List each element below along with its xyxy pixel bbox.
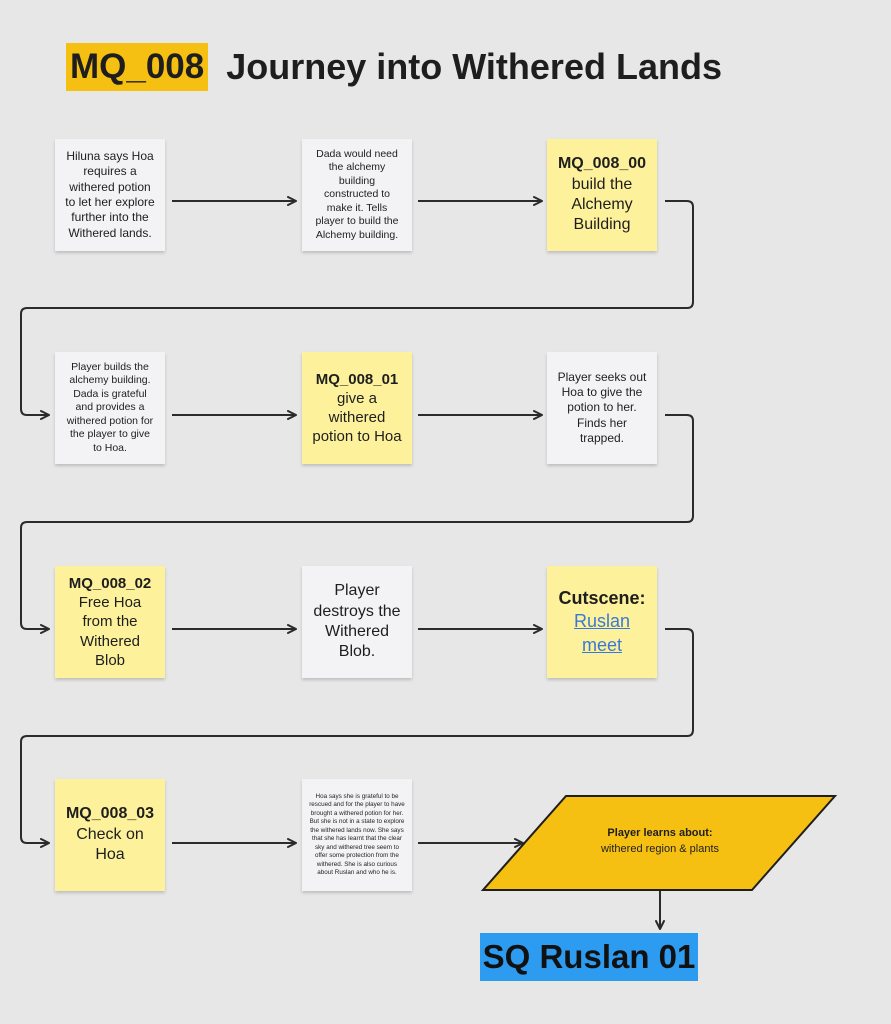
note-dada-alchemy[interactable]: Dada would need the alchemy building con… — [302, 139, 412, 251]
arrow-n9-n10 — [20, 628, 694, 848]
note-mq-008-03[interactable]: MQ_008_03 Check on Hoa — [55, 779, 165, 891]
decision-parallelogram[interactable] — [480, 795, 838, 891]
decision-text: withered region & plants — [600, 842, 719, 855]
arrow-n3-n4 — [20, 200, 694, 420]
title-code: MQ_008 — [66, 43, 209, 91]
quest-code: MQ_008_00 — [557, 155, 647, 173]
note-player-destroys-blob[interactable]: Player destroys the Withered Blob. — [302, 566, 412, 678]
quest-code: MQ_008_02 — [68, 575, 152, 593]
note-mq-008-01[interactable]: MQ_008_01 give a withered potion to Hoa — [302, 352, 412, 464]
note-hoa-grateful[interactable]: Hoa says she is grateful to be rescued a… — [302, 779, 412, 891]
note-text: Player seeks out Hoa to give the potion … — [557, 369, 647, 446]
note-text: Hoa says she is grateful to be rescued a… — [309, 792, 405, 877]
note-cutscene[interactable]: Cutscene: Ruslan meet — [547, 566, 657, 678]
cutscene-link[interactable]: Ruslan meet — [573, 611, 631, 655]
note-mq-008-00[interactable]: MQ_008_00 build the Alchemy Building — [547, 139, 657, 251]
arrow-n6-n7 — [20, 414, 694, 634]
note-player-seeks-hoa[interactable]: Player seeks out Hoa to give the potion … — [547, 352, 657, 464]
note-text: Hiluna says Hoa requires a withered poti… — [65, 148, 155, 240]
quest-code: MQ_008_03 — [65, 805, 155, 823]
note-player-builds[interactable]: Player builds the alchemy building. Dada… — [55, 352, 165, 464]
quest-text: give a withered potion to Hoa — [312, 389, 402, 446]
decision-heading: Player learns about: — [607, 827, 713, 839]
cutscene-heading: Cutscene: — [558, 588, 646, 609]
note-mq-008-02[interactable]: MQ_008_02 Free Hoa from the Withered Blo… — [55, 566, 165, 678]
quest-text: Check on Hoa — [76, 825, 144, 864]
note-text: Player builds the alchemy building. Dada… — [66, 360, 154, 454]
title-text: Journey into Withered Lands — [226, 46, 722, 87]
sq-ruslan-label[interactable]: SQ Ruslan 01 — [480, 933, 698, 981]
quest-text: Free Hoa from the Withered Blob — [78, 594, 142, 669]
page-title: MQ_008 Journey into Withered Lands — [66, 42, 722, 92]
note-text: Dada would need the alchemy building con… — [315, 147, 399, 241]
decision-label: Player learns about: withered region & p… — [520, 826, 800, 858]
note-hiluna-request[interactable]: Hiluna says Hoa requires a withered poti… — [55, 139, 165, 251]
note-text: Player destroys the Withered Blob. — [313, 582, 401, 661]
quest-code: MQ_008_01 — [315, 370, 399, 388]
quest-text: build the Alchemy Building — [571, 175, 633, 234]
